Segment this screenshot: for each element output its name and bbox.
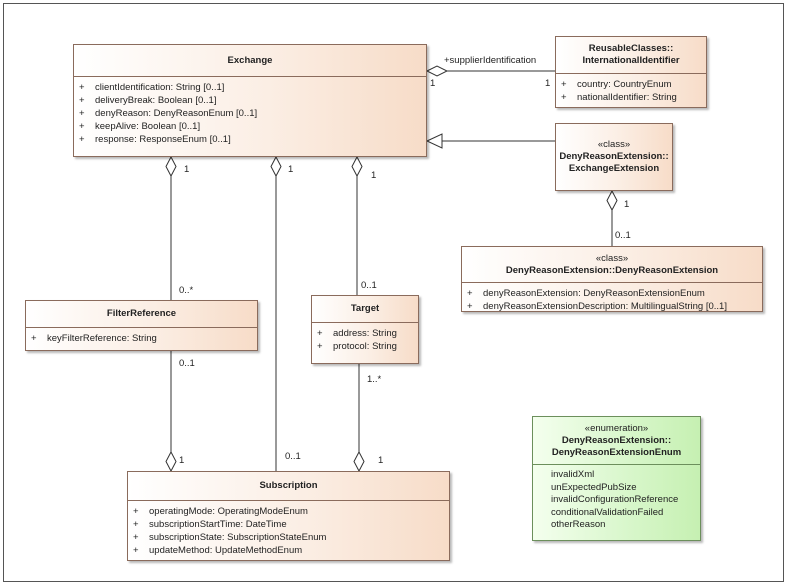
class-target[interactable]: Target +address: String +protocol: Strin… <box>311 295 419 364</box>
attribute-row: +response: ResponseEnum [0..1] <box>79 134 231 145</box>
stereotype-label: «class» <box>597 139 631 150</box>
attribute-row: +deliveryBreak: Boolean [0..1] <box>79 95 217 106</box>
class-subscription-header: Subscription <box>128 472 449 501</box>
attribute-row: +denyReasonExtension: DenyReasonExtensio… <box>467 288 705 299</box>
class-exchange-name: Exchange <box>227 54 273 66</box>
enum-literal: invalidXml <box>551 469 595 480</box>
multiplicity-label: 1 <box>179 455 185 466</box>
class-exchange-extension-header: «class» DenyReasonExtension:: ExchangeEx… <box>556 124 672 190</box>
enum-literal: otherReason <box>551 519 606 530</box>
attribute-row: +operatingMode: OperatingModeEnum <box>133 506 308 517</box>
enumeration-header: «enumeration» DenyReasonExtension:: Deny… <box>533 417 700 465</box>
aggregation-diamond-exchange-subscription <box>270 155 282 178</box>
class-international-namespace: ReusableClasses:: <box>588 43 674 54</box>
aggregation-diamond-filter-subscription <box>165 450 177 473</box>
multiplicity-label: 0..1 <box>179 358 195 369</box>
class-subscription[interactable]: Subscription +operatingMode: OperatingMo… <box>127 471 450 561</box>
aggregation-diamond-exchange-international <box>425 65 449 77</box>
attribute-row: +updateMethod: UpdateMethodEnum <box>133 545 303 556</box>
class-deny-reason-extension-name: DenyReasonExtension::DenyReasonExtension <box>505 264 719 276</box>
class-deny-reason-extension-header: «class» DenyReasonExtension::DenyReasonE… <box>462 247 762 283</box>
aggregation-diamond-extension-deny <box>606 189 618 212</box>
multiplicity-label: 1 <box>184 164 190 175</box>
aggregation-diamond-exchange-filter <box>165 155 177 178</box>
enumeration-deny-reason-extension-enum[interactable]: «enumeration» DenyReasonExtension:: Deny… <box>532 416 701 541</box>
class-international-identifier[interactable]: ReusableClasses:: InternationalIdentifie… <box>555 36 707 108</box>
enum-literal: conditionalValidationFailed <box>551 506 664 518</box>
class-deny-reason-extension[interactable]: «class» DenyReasonExtension::DenyReasonE… <box>461 246 763 312</box>
multiplicity-label: 1 <box>430 78 436 89</box>
class-exchange-extension-namespace: DenyReasonExtension:: <box>559 151 669 162</box>
multiplicity-label: 1 <box>288 164 294 175</box>
multiplicity-label: 0..1 <box>615 230 631 241</box>
multiplicity-label: 1 <box>371 170 377 181</box>
stereotype-label: «enumeration» <box>584 422 649 434</box>
enum-literal: invalidConfigurationReference <box>551 494 679 505</box>
attribute-row: +address: String <box>317 328 397 339</box>
diagram-frame <box>3 3 784 582</box>
class-filter-reference-name: FilterReference <box>106 308 177 319</box>
attribute-row: +protocol: String <box>317 341 397 352</box>
multiplicity-label: 0..* <box>179 285 194 296</box>
attribute-row: +keyFilterReference: String <box>31 333 157 344</box>
class-international-name: InternationalIdentifier <box>582 55 680 66</box>
attribute-row: +country: CountryEnum <box>561 79 672 90</box>
attribute-row: +keepAlive: Boolean [0..1] <box>79 121 201 132</box>
multiplicity-label: 0..1 <box>361 280 377 291</box>
class-subscription-name: Subscription <box>259 480 318 491</box>
attribute-row: +denyReasonExtensionDescription: Multili… <box>467 301 727 312</box>
multiplicity-label: 0..1 <box>285 451 301 462</box>
generalization-arrowhead <box>425 133 443 149</box>
role-label-supplier-identification: +supplierIdentification <box>444 55 537 66</box>
multiplicity-label: 1 <box>545 78 551 89</box>
enumeration-name: DenyReasonExtensionEnum <box>551 446 682 458</box>
class-exchange[interactable]: Exchange +clientIdentification: String [… <box>73 44 427 157</box>
class-exchange-extension-name: ExchangeExtension <box>568 163 660 174</box>
class-international-header: ReusableClasses:: InternationalIdentifie… <box>556 37 706 74</box>
aggregation-diamond-exchange-target <box>351 155 363 178</box>
class-exchange-header: Exchange <box>74 45 426 77</box>
multiplicity-label: 1 <box>378 455 384 466</box>
attribute-row: +subscriptionState: SubscriptionStateEnu… <box>133 532 327 543</box>
attribute-row: +subscriptionStartTime: DateTime <box>133 519 287 530</box>
aggregation-diamond-target-subscription <box>353 450 365 473</box>
class-filter-reference-header: FilterReference <box>26 301 257 328</box>
enum-literal: unExpectedPubSize <box>551 481 637 493</box>
multiplicity-label: 1 <box>624 199 630 210</box>
class-exchange-extension[interactable]: «class» DenyReasonExtension:: ExchangeEx… <box>555 123 673 191</box>
attribute-row: +nationalIdentifier: String <box>561 92 677 103</box>
multiplicity-label: 1..* <box>367 374 382 385</box>
class-target-name: Target <box>350 303 380 314</box>
enumeration-namespace: DenyReasonExtension:: <box>561 434 672 446</box>
stereotype-label: «class» <box>595 252 629 264</box>
class-target-header: Target <box>312 296 418 323</box>
attribute-row: +clientIdentification: String [0..1] <box>79 82 225 93</box>
class-filter-reference[interactable]: FilterReference +keyFilterReference: Str… <box>25 300 258 351</box>
attribute-row: +denyReason: DenyReasonEnum [0..1] <box>79 108 258 119</box>
